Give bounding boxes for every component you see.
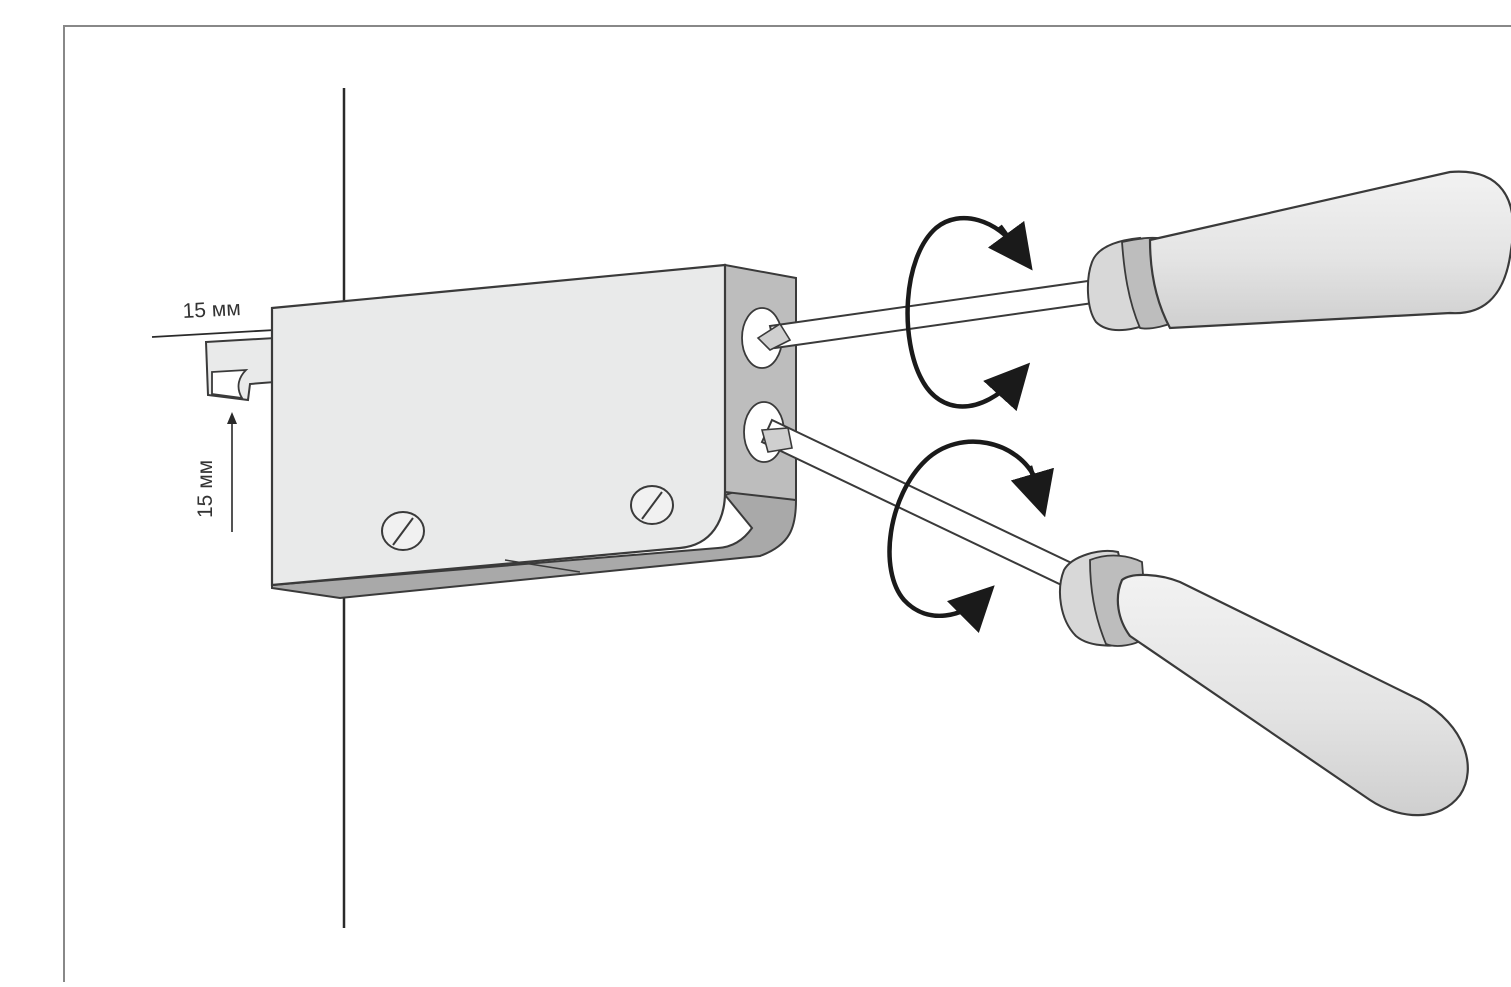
rotation-arrow-icon	[905, 215, 1033, 412]
dimension-side-label: 15 мм	[194, 460, 217, 518]
screwdriver-icon	[756, 170, 1511, 351]
screwdriver-icon	[760, 418, 1469, 817]
screw-head-icon	[630, 485, 674, 525]
rotation-arrow-icon	[887, 439, 1054, 633]
lock-body	[270, 263, 798, 600]
page-frame	[63, 25, 1511, 982]
dimension-top: 15 мм	[151, 297, 276, 338]
screw-head-icon	[381, 511, 425, 551]
lock-side-face	[724, 263, 797, 502]
dimension-top-label: 15 мм	[182, 297, 241, 323]
lock-front-face	[270, 263, 727, 587]
dimension-side: 15 мм	[194, 412, 237, 532]
latch-bolt	[204, 336, 276, 402]
